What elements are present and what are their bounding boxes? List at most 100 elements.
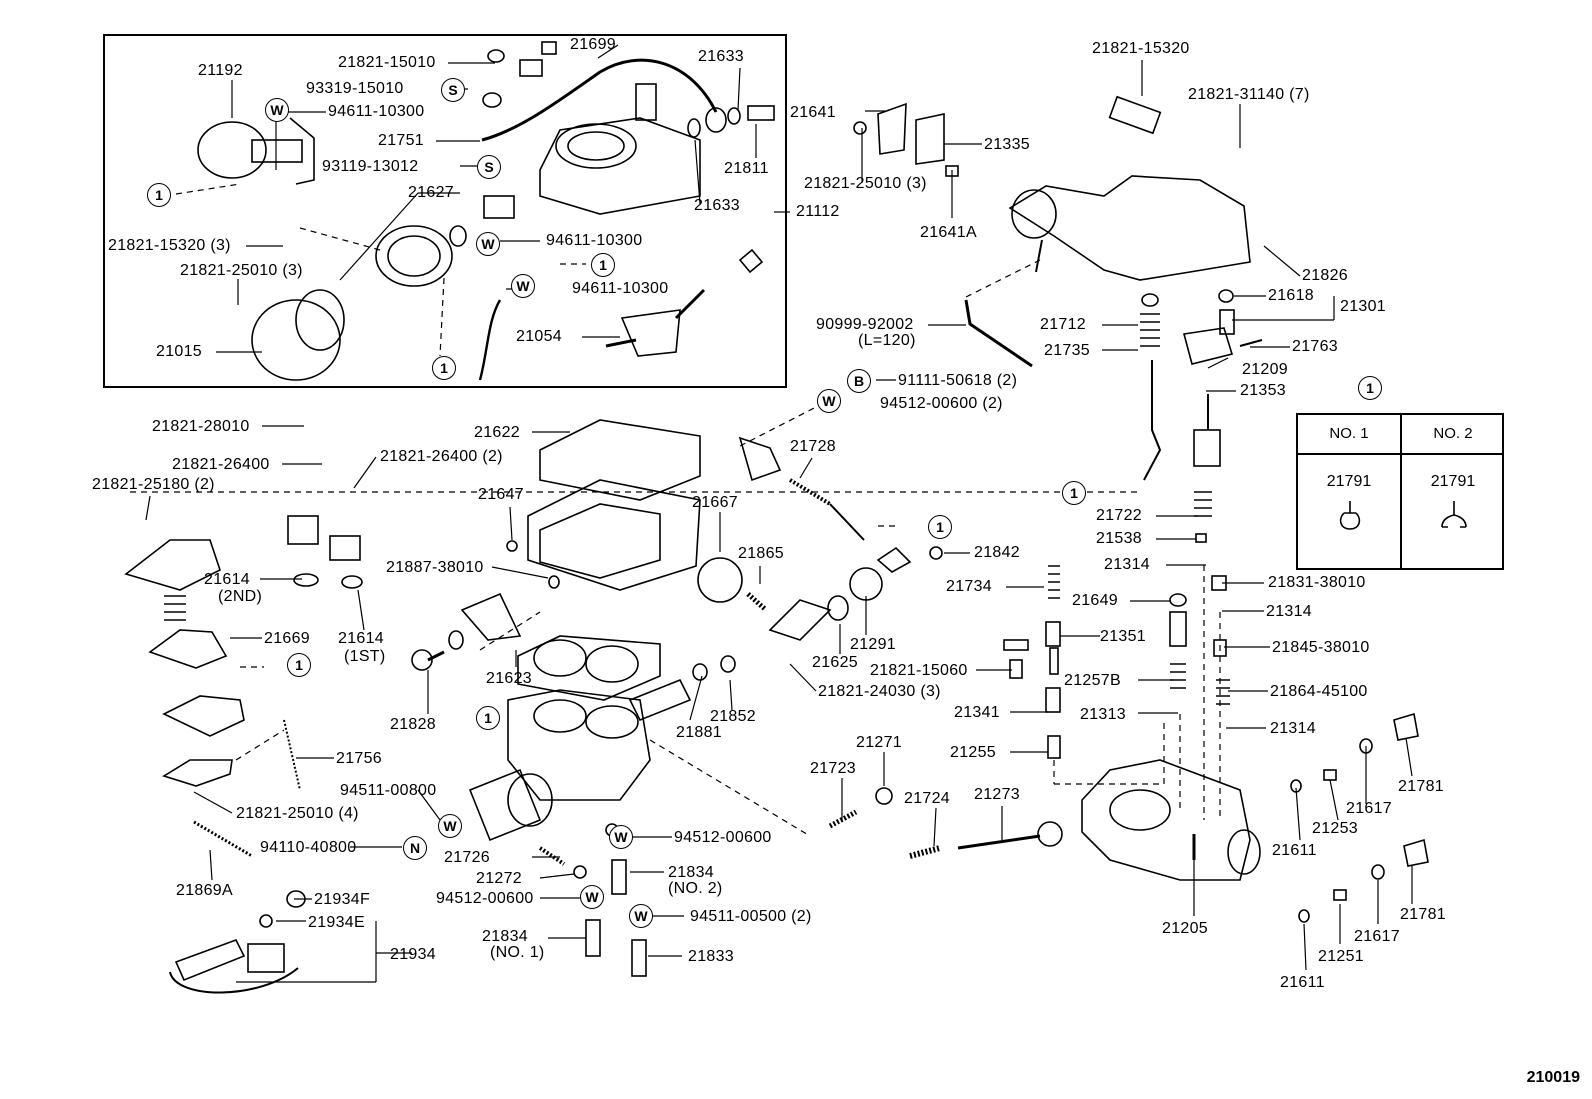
part-label-21335[interactable]: 21335 [984, 136, 1030, 153]
part-label-21842[interactable]: 21842 [974, 544, 1020, 561]
part-label-21112[interactable]: 21112 [796, 203, 840, 220]
part-label-21641[interactable]: 21641 [790, 104, 836, 121]
part-label-21647[interactable]: 21647 [478, 486, 524, 503]
part-label-21831-38010[interactable]: 21831-38010 [1268, 574, 1366, 591]
marker-1-left-b[interactable]: 1 [287, 653, 311, 677]
part-label-21641A[interactable]: 21641A [920, 224, 977, 241]
marker-1-center-b[interactable]: 1 [928, 515, 952, 539]
marker-w-94611-c[interactable]: W [511, 274, 535, 298]
part-label-21934[interactable]: 21934 [390, 946, 436, 963]
marker-w-94511-00500[interactable]: W [629, 904, 653, 928]
part-label-21834-no2[interactable]: 21834 [668, 864, 714, 881]
marker-w-94511-00800[interactable]: W [438, 814, 462, 838]
part-label-21821-25180-2[interactable]: 21821-25180 (2) [92, 476, 215, 493]
part-label-length-120[interactable]: (L=120) [858, 332, 916, 349]
part-label-21865[interactable]: 21865 [738, 545, 784, 562]
part-label-no1[interactable]: (NO. 1) [490, 944, 545, 961]
part-label-93119-13012[interactable]: 93119-13012 [322, 158, 419, 175]
marker-s-93119[interactable]: S [477, 155, 501, 179]
part-label-21538[interactable]: 21538 [1096, 530, 1142, 547]
part-label-21722[interactable]: 21722 [1096, 507, 1142, 524]
part-label-21821-15010[interactable]: 21821-15010 [338, 54, 436, 71]
part-label-94512-00600-2[interactable]: 94512-00600 (2) [880, 395, 1003, 412]
part-label-21649[interactable]: 21649 [1072, 592, 1118, 609]
marker-w-94611-b[interactable]: W [476, 232, 500, 256]
part-label-21314-b[interactable]: 21314 [1266, 603, 1312, 620]
part-label-21313[interactable]: 21313 [1080, 706, 1126, 723]
part-label-94511-00800[interactable]: 94511-00800 [340, 782, 437, 799]
part-label-1st[interactable]: (1ST) [344, 648, 386, 665]
part-label-21623[interactable]: 21623 [486, 670, 532, 687]
part-label-21253[interactable]: 21253 [1312, 820, 1358, 837]
part-label-91111-50618-2[interactable]: 91111-50618 (2) [898, 372, 1018, 389]
part-label-21611-a[interactable]: 21611 [1272, 842, 1317, 859]
part-label-21712[interactable]: 21712 [1040, 316, 1086, 333]
marker-w-94512-a[interactable]: W [817, 389, 841, 413]
part-label-21291[interactable]: 21291 [850, 636, 896, 653]
marker-1-upper-d[interactable]: 1 [432, 356, 456, 380]
part-label-21205[interactable]: 21205 [1162, 920, 1208, 937]
part-label-21054[interactable]: 21054 [516, 328, 562, 345]
part-label-21255[interactable]: 21255 [950, 744, 996, 761]
marker-n-94110[interactable]: N [403, 836, 427, 860]
marker-b-91111[interactable]: B [847, 369, 871, 393]
part-label-21781-a[interactable]: 21781 [1398, 778, 1444, 795]
part-label-21271[interactable]: 21271 [856, 734, 902, 751]
part-label-94511-00500-2[interactable]: 94511-00500 (2) [690, 908, 812, 925]
marker-1-table-title[interactable]: 1 [1358, 376, 1382, 400]
part-label-21726[interactable]: 21726 [444, 849, 490, 866]
part-label-21828[interactable]: 21828 [390, 716, 436, 733]
part-label-21314-a[interactable]: 21314 [1104, 556, 1150, 573]
part-label-90999-92002[interactable]: 90999-92002 [816, 316, 914, 333]
part-label-21272[interactable]: 21272 [476, 870, 522, 887]
part-label-21934E[interactable]: 21934E [308, 914, 365, 931]
part-label-21881[interactable]: 21881 [676, 724, 722, 741]
part-label-21821-26400[interactable]: 21821-26400 [172, 456, 270, 473]
part-label-21833[interactable]: 21833 [688, 948, 734, 965]
part-label-21251[interactable]: 21251 [1318, 948, 1364, 965]
part-label-21614-1st[interactable]: 21614 [338, 630, 384, 647]
marker-w-94512-00600-b[interactable]: W [580, 885, 604, 909]
part-label-21763[interactable]: 21763 [1292, 338, 1338, 355]
marker-1-left-a[interactable]: 1 [147, 183, 171, 207]
part-label-21611-b[interactable]: 21611 [1280, 974, 1325, 991]
part-label-94611-10300-c[interactable]: 94611-10300 [572, 280, 669, 297]
part-label-21821-25010-4[interactable]: 21821-25010 (4) [236, 805, 359, 822]
part-label-21821-15320[interactable]: 21821-15320 [1092, 40, 1190, 57]
part-label-93319-15010[interactable]: 93319-15010 [306, 80, 404, 97]
part-label-21734[interactable]: 21734 [946, 578, 992, 595]
part-label-21633-top[interactable]: 21633 [698, 48, 744, 65]
part-label-21257B[interactable]: 21257B [1064, 672, 1121, 689]
part-label-21353[interactable]: 21353 [1240, 382, 1286, 399]
marker-1-center-a[interactable]: 1 [1062, 481, 1086, 505]
part-label-21209[interactable]: 21209 [1242, 361, 1288, 378]
part-label-21617-b[interactable]: 21617 [1354, 928, 1400, 945]
part-label-21852[interactable]: 21852 [710, 708, 756, 725]
part-label-21821-28010[interactable]: 21821-28010 [152, 418, 250, 435]
part-label-21314-c[interactable]: 21314 [1270, 720, 1316, 737]
part-label-21015[interactable]: 21015 [156, 343, 202, 360]
ref-table-part-no2[interactable]: 21791 [1430, 473, 1476, 490]
part-label-21723[interactable]: 21723 [810, 760, 856, 777]
marker-1-center-c[interactable]: 1 [476, 706, 500, 730]
part-label-21821-25010-3-a[interactable]: 21821-25010 (3) [180, 262, 303, 279]
part-label-21633-bottom[interactable]: 21633 [694, 197, 740, 214]
part-label-94512-00600-b[interactable]: 94512-00600 [436, 890, 534, 907]
part-label-21724[interactable]: 21724 [904, 790, 950, 807]
part-label-21826[interactable]: 21826 [1302, 267, 1348, 284]
part-label-21192[interactable]: 21192 [198, 62, 243, 79]
part-label-21756[interactable]: 21756 [336, 750, 382, 767]
part-label-21622[interactable]: 21622 [474, 424, 520, 441]
part-label-21341[interactable]: 21341 [954, 704, 1000, 721]
part-label-2nd[interactable]: (2ND) [218, 588, 263, 605]
part-label-94110-40800[interactable]: 94110-40800 [260, 839, 357, 856]
part-label-21834-no1[interactable]: 21834 [482, 928, 528, 945]
part-label-21811[interactable]: 21811 [724, 160, 769, 177]
part-label-21934F[interactable]: 21934F [314, 891, 371, 908]
marker-1-upper-c[interactable]: 1 [591, 253, 615, 277]
part-label-94611-10300-a[interactable]: 94611-10300 [328, 103, 425, 120]
part-label-94512-00600-a[interactable]: 94512-00600 [674, 829, 772, 846]
part-label-21699[interactable]: 21699 [570, 36, 616, 53]
part-label-no2[interactable]: (NO. 2) [668, 880, 723, 897]
marker-w-94512-00600-a[interactable]: W [609, 825, 633, 849]
